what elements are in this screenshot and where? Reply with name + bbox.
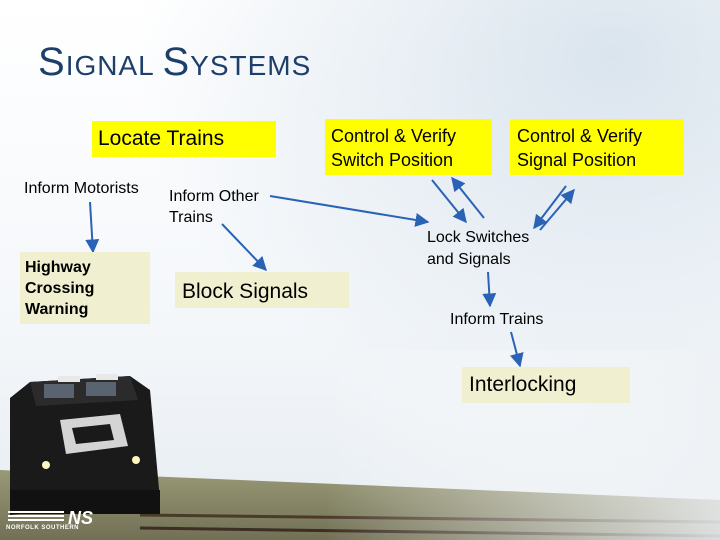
node-interlocking: Interlocking: [462, 367, 630, 403]
node-block-signals: Block Signals: [175, 272, 349, 308]
arrow-other-trains-to-block: [221, 223, 267, 272]
node-highway-crossing: Highway Crossing Warning: [20, 252, 150, 324]
slide-title: SIGNAL SYSTEMS: [38, 40, 312, 84]
node-inform-motorists: Inform Motorists: [24, 180, 139, 197]
arrow-signal-to-lock: [533, 185, 567, 230]
node-inform-other-trains: Inform Other Trains: [169, 188, 259, 226]
node-locate-trains: Locate Trains: [92, 121, 276, 157]
logo-subtitle: NORFOLK SOUTHERN: [6, 525, 79, 531]
arrow-lock-to-switch: [451, 176, 485, 219]
arrow-switch-to-lock: [431, 179, 467, 224]
norfolk-southern-logo: NS NORFOLK SOUTHERN: [6, 508, 110, 534]
logo-stripes: [8, 511, 64, 523]
node-control-signal: Control & Verify Signal Position: [510, 119, 684, 175]
arrow-inform-trains-to-interlocking: [510, 331, 524, 368]
node-inform-trains: Inform Trains: [450, 311, 544, 328]
node-lock-switches: Lock Switches and Signals: [427, 229, 530, 268]
arrow-other-trains-to-lock: [269, 195, 430, 227]
node-control-switch: Control & Verify Switch Position: [325, 119, 492, 175]
logo-mark: NS: [68, 508, 94, 528]
arrow-lock-to-inform-trains: [482, 271, 497, 308]
arrow-motorists-to-highway: [85, 201, 100, 254]
arrow-lock-to-signal: [539, 188, 575, 231]
